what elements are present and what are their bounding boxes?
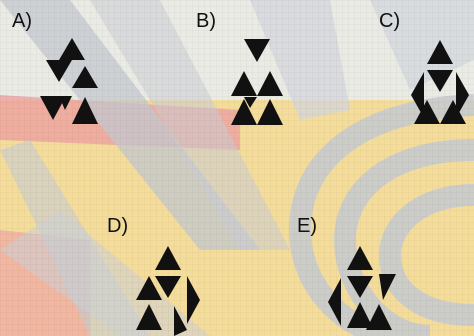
option-e-triangle-6 — [366, 304, 392, 330]
option-e-triangle-4 — [328, 278, 341, 326]
option-e-triangle-1 — [347, 246, 373, 270]
option-e-triangle-3 — [379, 274, 396, 300]
option-e-triangle-2 — [347, 276, 373, 298]
